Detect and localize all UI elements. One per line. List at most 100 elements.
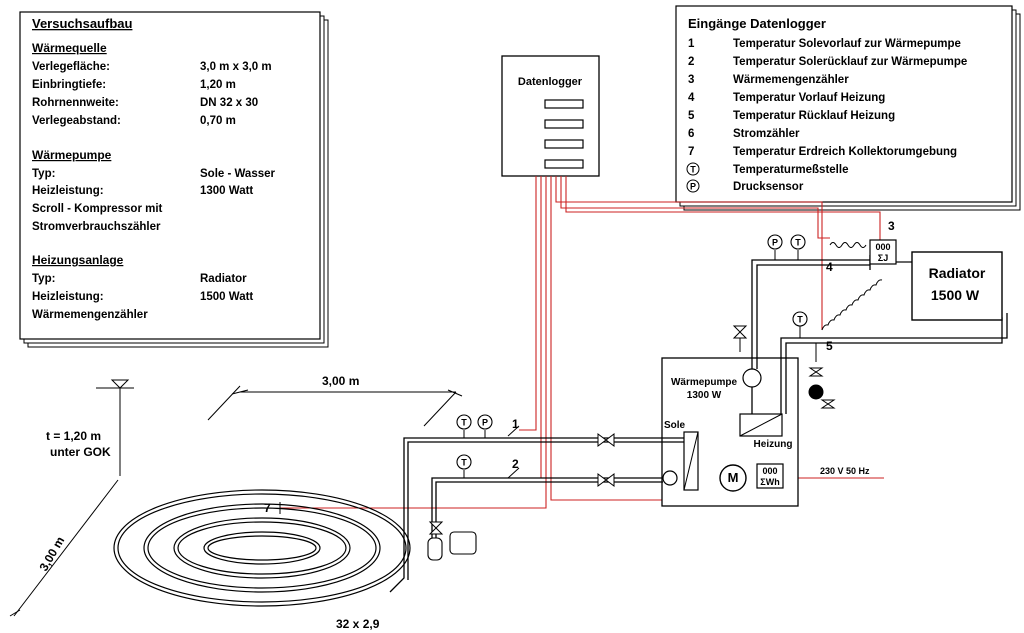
dim-width-top: 3,00 m	[322, 374, 359, 388]
heatpump-label-0: Typ:	[32, 168, 55, 180]
callout-7: 7	[264, 501, 271, 515]
heating-pump-icon	[742, 368, 762, 388]
heating-label-1: Heizleistung:	[32, 291, 104, 303]
logger-inputs-panel: Eingänge Datenlogger 1 Temperatur Solevo…	[675, 5, 1021, 211]
callout-1: 1	[512, 417, 519, 431]
power-supply-label: 230 V 50 Hz	[820, 466, 870, 476]
input-num-7: 7	[688, 146, 694, 158]
heating-value-1: 1500 Watt	[200, 291, 253, 303]
input-text-1: Temperatur Solevorlauf zur Wärmepumpe	[733, 38, 961, 50]
logger-slot-1	[544, 99, 584, 109]
heating-heading: Heizungsanlage	[32, 253, 124, 267]
logger-slot-3	[544, 139, 584, 149]
brine-components: T P T 1 2	[427, 414, 615, 561]
t-supply-letter: T	[795, 238, 801, 248]
pressure-sensor-brine-icon	[477, 414, 493, 430]
input-text-7: Temperatur Erdreich Kollektorumgebung	[733, 146, 957, 158]
heating-valve-icon	[808, 367, 824, 377]
motor-icon	[719, 464, 747, 492]
power-meter-unit: ΣWh	[760, 477, 779, 487]
radiator-label: Radiator	[929, 265, 986, 281]
radiator: Radiator 1500 W	[896, 251, 1003, 321]
input-num-1: 1	[688, 38, 695, 50]
dim-width-left: 3,00 m	[36, 534, 67, 573]
motor-letter: M	[728, 470, 739, 485]
logger-slot-2	[544, 119, 584, 129]
ground-sensor: 7	[264, 501, 281, 515]
heat-source-value-3: 0,70 m	[200, 115, 236, 127]
heatpump-note-1: Scroll - Kompressor mit	[32, 203, 163, 215]
brine-pump-icon	[662, 470, 678, 486]
heat-source-label-2: Rohrnennweite:	[32, 97, 119, 109]
logger-slot-4	[544, 159, 584, 169]
brine-lines	[389, 437, 684, 593]
heat-meter-unit: ΣJ	[878, 253, 888, 263]
temperature-symbol-icon	[686, 162, 700, 176]
input-num-4: 4	[688, 92, 695, 104]
safety-valve-icon	[732, 325, 748, 339]
callout-3: 3	[888, 219, 895, 233]
heatpump-title: Wärmepumpe	[671, 377, 738, 388]
dim-depth-2: unter GOK	[50, 445, 111, 459]
heat-source-value-1: 1,20 m	[200, 79, 236, 91]
heat-source-value-2: DN 32 x 30	[200, 97, 258, 109]
heating-sensors: P T T 3 4 5	[732, 219, 895, 409]
input-text-3: Wärmemengenzähler	[733, 74, 849, 86]
t-brine-return-letter: T	[461, 458, 467, 468]
temp-sensor-brine-return-icon	[456, 454, 472, 470]
input-num-6: 6	[688, 128, 694, 140]
callout-5: 5	[826, 339, 833, 353]
input-text-5: Temperatur Rücklauf Heizung	[733, 110, 895, 122]
brine-valve-2-icon	[597, 473, 615, 487]
p-brine-letter: P	[482, 418, 488, 428]
logger-inputs-title: Eingänge Datenlogger	[688, 16, 826, 31]
power-meter	[756, 463, 784, 489]
temperature-symbol-letter: T	[690, 165, 696, 175]
brine-valve-1-icon	[597, 433, 615, 447]
heatpump-value-1: 1300 Watt	[200, 185, 253, 197]
power-meter-display: 000	[762, 466, 777, 476]
temp-sensor-return-icon	[792, 311, 808, 327]
t-brine-supply-letter: T	[461, 418, 467, 428]
heatpump-label-1: Heizleistung:	[32, 185, 104, 197]
dim-depth-1: t = 1,20 m	[46, 429, 101, 443]
heat-source-label-1: Einbringtiefe:	[32, 79, 106, 91]
heat-source-value-0: 3,0 m x 3,0 m	[200, 61, 272, 73]
heat-source-label-0: Verlegefläche:	[32, 61, 110, 73]
heatpump-power: 1300 W	[687, 390, 722, 401]
heizung-label: Heizung	[754, 439, 793, 450]
heat-source-heading: Wärmequelle	[32, 41, 107, 55]
callout-4: 4	[826, 260, 833, 274]
heatpump-heading: Wärmepumpe	[32, 148, 112, 162]
heat-source-label-3: Verlegeabstand:	[32, 115, 121, 127]
symbol-text-p: Drucksensor	[733, 181, 804, 193]
input-text-2: Temperatur Solerücklauf zur Wärmepumpe	[733, 56, 967, 68]
symbol-text-t: Temperaturmeßstelle	[733, 164, 848, 176]
heating-note-1: Wärmemengenzähler	[32, 309, 148, 321]
brine-expansion-vessel-icon	[427, 537, 443, 561]
datalogger-label: Datenlogger	[518, 76, 583, 88]
pressure-sensor-heating-icon	[767, 234, 783, 250]
brine-tank-icon	[449, 531, 477, 555]
pressure-symbol-icon	[686, 179, 700, 193]
datalogger: Datenlogger	[501, 55, 600, 177]
heat-pump: Wärmepumpe 1300 W Sole Heizung M 000 ΣWh…	[661, 357, 870, 507]
setup-panel: Versuchsaufbau Wärmequelle Verlegefläche…	[19, 11, 329, 348]
temp-sensor-brine-supply-icon	[456, 414, 472, 430]
heating-label-0: Typ:	[32, 273, 55, 285]
brine-safety-valve-icon	[428, 521, 444, 535]
heatpump-value-0: Sole - Wasser	[200, 168, 276, 180]
input-text-6: Stromzähler	[733, 128, 800, 140]
setup-title: Versuchsaufbau	[32, 16, 132, 31]
input-text-4: Temperatur Vorlauf Heizung	[733, 92, 885, 104]
pressure-symbol-letter: P	[690, 182, 696, 192]
heatpump-note-2: Stromverbrauchszähler	[32, 221, 161, 233]
heat-meter-display: 000	[875, 242, 890, 252]
dim-pipe: 32 x 2,9	[336, 617, 380, 631]
input-num-3: 3	[688, 74, 694, 86]
p-heating-letter: P	[772, 238, 778, 248]
expansion-vessel-icon	[808, 384, 824, 400]
temp-sensor-supply-icon	[790, 234, 806, 250]
sole-label: Sole	[664, 420, 686, 431]
